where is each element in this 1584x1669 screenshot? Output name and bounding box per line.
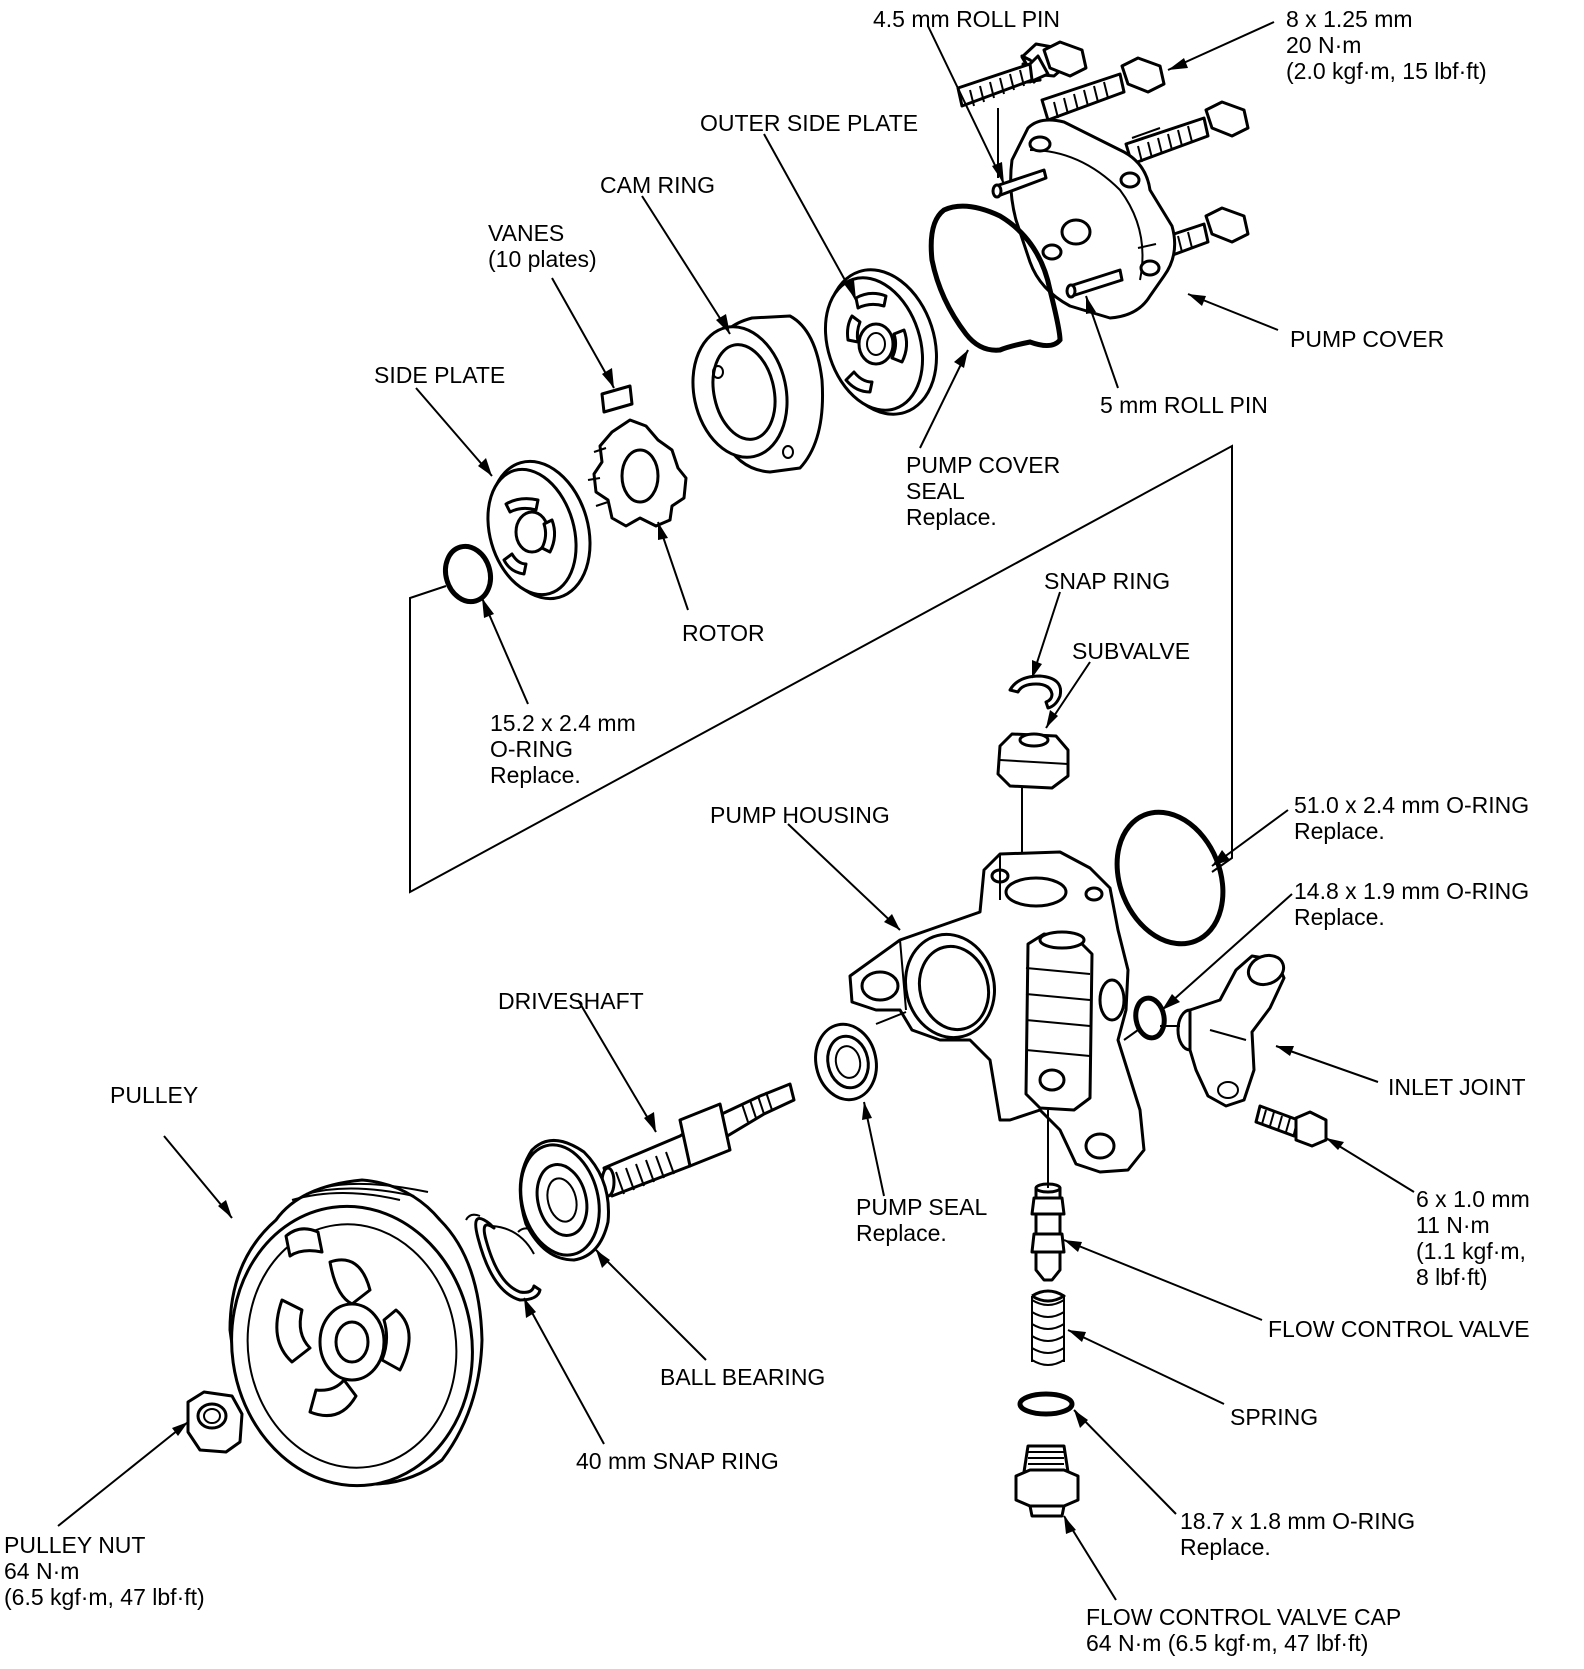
label-side-plate: SIDE PLATE — [374, 362, 506, 388]
label-rotor: ROTOR — [682, 620, 765, 646]
ball-bearing — [518, 1139, 610, 1262]
leader-lines — [57, 21, 1415, 1601]
flow-control-valve — [1030, 1182, 1066, 1282]
label-cam-ring: CAM RING — [600, 172, 715, 198]
pump-housing — [848, 850, 1146, 1174]
rotor — [587, 418, 688, 528]
label-flow-control-valve: FLOW CONTROL VALVE — [1268, 1316, 1530, 1342]
label-outer-side-plate: OUTER SIDE PLATE — [700, 110, 919, 136]
pump-cover-bolt-b — [1040, 56, 1166, 122]
vane-plate — [600, 384, 634, 414]
driveshaft — [600, 1082, 796, 1198]
pump-cover — [1009, 118, 1177, 320]
o-ring-14-8mm — [1133, 995, 1167, 1041]
roll-pin-5mm — [1065, 268, 1124, 299]
spring — [1031, 1289, 1066, 1366]
label-snap-ring: SNAP RING — [1044, 568, 1171, 594]
pump-seal — [814, 1022, 878, 1102]
label-roll-pin-4-5mm: 4.5 mm ROLL PIN — [873, 6, 1061, 32]
label-inlet-joint: INLET JOINT — [1388, 1074, 1526, 1100]
flow-control-valve-cap — [1014, 1444, 1080, 1518]
label-roll-pin-5mm: 5 mm ROLL PIN — [1100, 392, 1268, 418]
pulley-nut — [186, 1390, 244, 1454]
label-pulley: PULLEY — [110, 1082, 199, 1108]
snap-ring-40mm — [465, 1213, 542, 1302]
roll-pin-4-5mm — [991, 168, 1048, 199]
label-snap-ring-40mm: 40 mm SNAP RING — [576, 1448, 779, 1474]
cam-ring — [691, 314, 824, 474]
subvalve — [996, 732, 1070, 790]
pulley — [228, 1178, 484, 1488]
o-ring-18-7mm — [1017, 1391, 1075, 1417]
side-plate — [486, 459, 592, 601]
inlet-joint-bolt — [1254, 1104, 1328, 1148]
inlet-joint — [1176, 953, 1286, 1108]
pump-cover-seal — [928, 203, 1063, 353]
subvalve-snap-ring — [1008, 674, 1063, 710]
o-ring-15-2mm — [442, 543, 494, 605]
label-vanes: VANES(10 plates) — [488, 220, 597, 272]
label-driveshaft: DRIVESHAFT — [498, 988, 644, 1014]
pump-cover-bolt-a — [956, 40, 1088, 108]
label-ball-bearing: BALL BEARING — [660, 1364, 826, 1390]
outer-side-plate — [823, 268, 938, 416]
label-subvalve: SUBVALVE — [1072, 638, 1191, 664]
label-spring: SPRING — [1230, 1404, 1319, 1430]
label-pump-housing: PUMP HOUSING — [710, 802, 890, 828]
label-pump-cover: PUMP COVER — [1290, 326, 1445, 352]
